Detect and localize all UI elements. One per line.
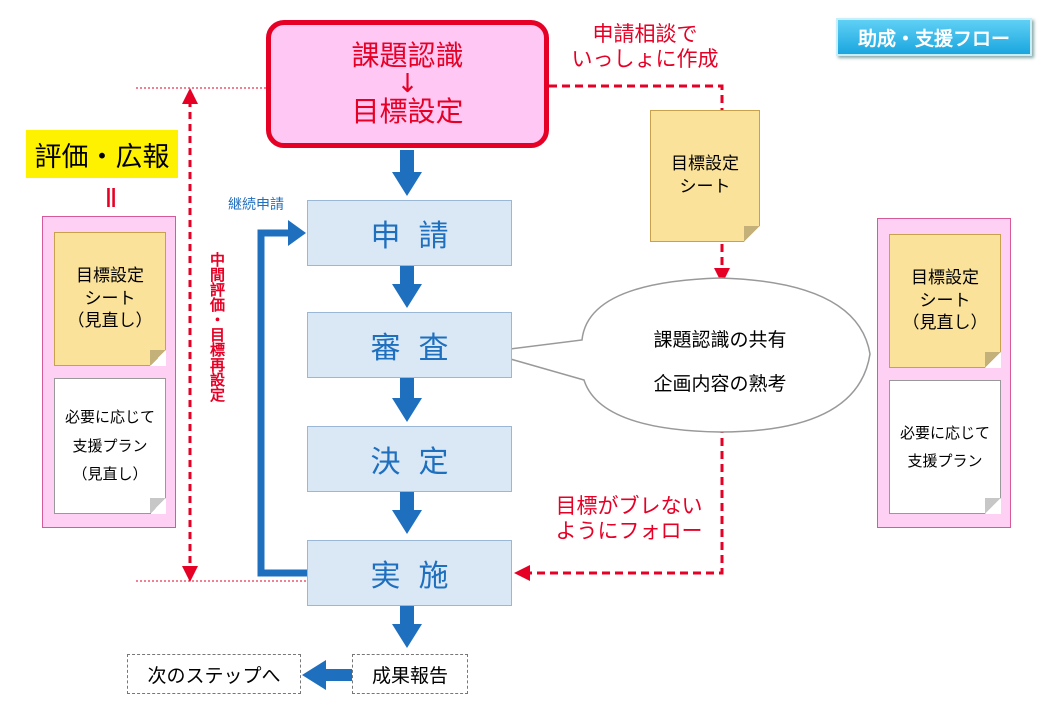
speech-bubble <box>485 277 871 433</box>
evaluation-label: 評価・広報 <box>26 130 178 178</box>
flow-arrows <box>392 150 422 648</box>
right-sheet-line2: シート <box>919 290 971 311</box>
right-plan-line2: 支援プラン <box>907 452 983 470</box>
mid-evaluation-label: 中間評価・目標再設定 <box>208 252 226 402</box>
bubble-line2: 企画内容の熟考 <box>653 373 787 395</box>
step-apply: 申請 <box>307 200 512 266</box>
equals-sign: Ⅱ <box>104 184 118 214</box>
left-plan-note: 必要に応じて 支援プラン （見直し） <box>54 378 166 514</box>
continuation-arrow-head <box>288 220 306 246</box>
follow-path <box>528 425 724 575</box>
left-plan-line2: 支援プラン <box>72 436 148 455</box>
consult-text-line2: いっしょに作成 <box>571 47 719 72</box>
next-step-box: 次のステップへ <box>127 654 301 694</box>
goal-sheet-line1: 目標設定 <box>671 154 739 175</box>
top-box-line2: 目標設定 <box>351 95 464 128</box>
goal-sheet-note: 目標設定 シート <box>650 110 760 242</box>
left-plan-line1: 必要に応じて <box>64 408 155 427</box>
goal-sheet-line2: シート <box>679 177 731 197</box>
right-sheet-line1: 目標設定 <box>911 267 979 288</box>
left-sheet-line1: 目標設定 <box>76 265 144 286</box>
top-box-arrow: ↓ <box>396 69 419 99</box>
sheet-arrow-head <box>714 268 730 284</box>
step-decide: 決定 <box>307 426 512 492</box>
report-box: 成果報告 <box>352 654 468 694</box>
follow-text: 目標がブレない ようにフォロー <box>544 494 714 544</box>
left-sheet-note: 目標設定 シート （見直し） <box>54 232 166 366</box>
consult-text: 申請相談で いっしょに作成 <box>570 22 720 72</box>
follow-text-line1: 目標がブレない <box>555 494 703 518</box>
step-review: 審査 <box>307 312 512 378</box>
bubble-text: 課題認識の共有 企画内容の熟考 <box>610 318 830 406</box>
goal-setting-box: 課題認識 ↓ 目標設定 <box>266 20 549 148</box>
consult-path <box>549 84 724 110</box>
continuation-loop <box>257 229 307 577</box>
continuation-label: 継続申請 <box>228 197 284 213</box>
follow-text-line2: ようにフォロー <box>555 519 703 544</box>
bubble-line1: 課題認識の共有 <box>653 329 787 351</box>
left-plan-line3: （見直し） <box>72 465 148 484</box>
next-arrow-head <box>302 660 326 690</box>
step-implement: 実施 <box>307 540 512 606</box>
left-sheet-line3: （見直し） <box>67 311 153 332</box>
flow-title-badge: 助成・支援フロー <box>836 18 1032 56</box>
left-sheet-line2: シート <box>84 288 136 309</box>
right-plan-note: 必要に応じて 支援プラン <box>889 380 1001 514</box>
top-box-line1: 課題認識 <box>351 39 464 73</box>
next-arrow-shaft <box>322 669 352 681</box>
mid-eval-arrow-head-up <box>182 88 198 104</box>
right-sheet-note: 目標設定 シート （見直し） <box>889 234 1001 368</box>
consult-text-line1: 申請相談で <box>592 22 698 46</box>
right-plan-line1: 必要に応じて <box>899 423 990 442</box>
follow-arrow-head <box>514 565 530 581</box>
right-sheet-line3: （見直し） <box>902 313 988 334</box>
mid-eval-arrow-head-down <box>182 566 198 582</box>
